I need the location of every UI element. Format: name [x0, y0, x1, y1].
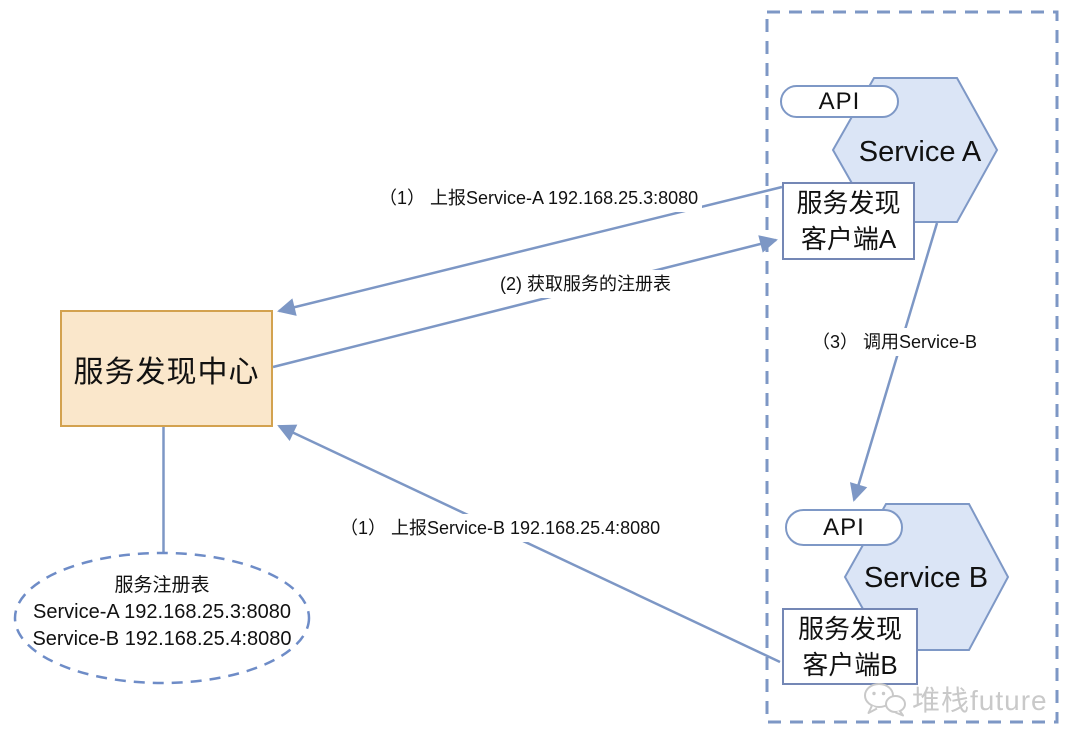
registry-title: 服务注册表	[114, 575, 210, 596]
registry-entry-service-a: Service-A 192.168.25.3:8080	[33, 601, 291, 623]
arrow-label-report-service-a: （1） 上报Service-A 192.168.25.3:8080	[375, 184, 703, 212]
service-b-client-label-line2: 客户端B	[802, 649, 898, 680]
service-a-client-box: 服务发现 客户端A	[782, 182, 915, 260]
services-dashed-container	[765, 10, 1059, 724]
watermark: 堆栈future	[862, 679, 1048, 719]
service-discovery-center-box: 服务发现中心	[60, 310, 273, 427]
registry-table: 服务注册表 Service-A 192.168.25.3:8080 Servic…	[15, 572, 309, 653]
service-a-client-label-line2: 客户端A	[800, 224, 897, 254]
registry-entry-service-b: Service-B 192.168.25.4:8080	[32, 628, 292, 650]
service-a-api-pill: API	[780, 85, 899, 118]
registry-ellipse	[13, 551, 311, 685]
arrow-label-get-registry: (2) 获取服务的注册表	[496, 270, 675, 298]
service-a-client-label-line1: 服务发现	[796, 188, 901, 218]
service-a-name: Service A	[858, 136, 982, 168]
service-b-name: Service B	[863, 562, 989, 594]
arrow-report-service-b	[277, 424, 781, 664]
wechat-icon	[864, 683, 906, 717]
service-b-api-pill: API	[785, 509, 903, 546]
arrow-call-service-b	[849, 222, 939, 502]
service-b-client-label-line1: 服务发现	[797, 613, 902, 644]
service-b-client-box: 服务发现 客户端B	[782, 608, 918, 685]
arrow-label-call-service-b: （3） 调用Service-B	[808, 328, 982, 356]
arrow-label-report-service-b: （1） 上报Service-B 192.168.25.4:8080	[336, 514, 665, 542]
arrow-get-registry	[272, 235, 778, 369]
watermark-text: 堆栈future	[912, 685, 1048, 716]
